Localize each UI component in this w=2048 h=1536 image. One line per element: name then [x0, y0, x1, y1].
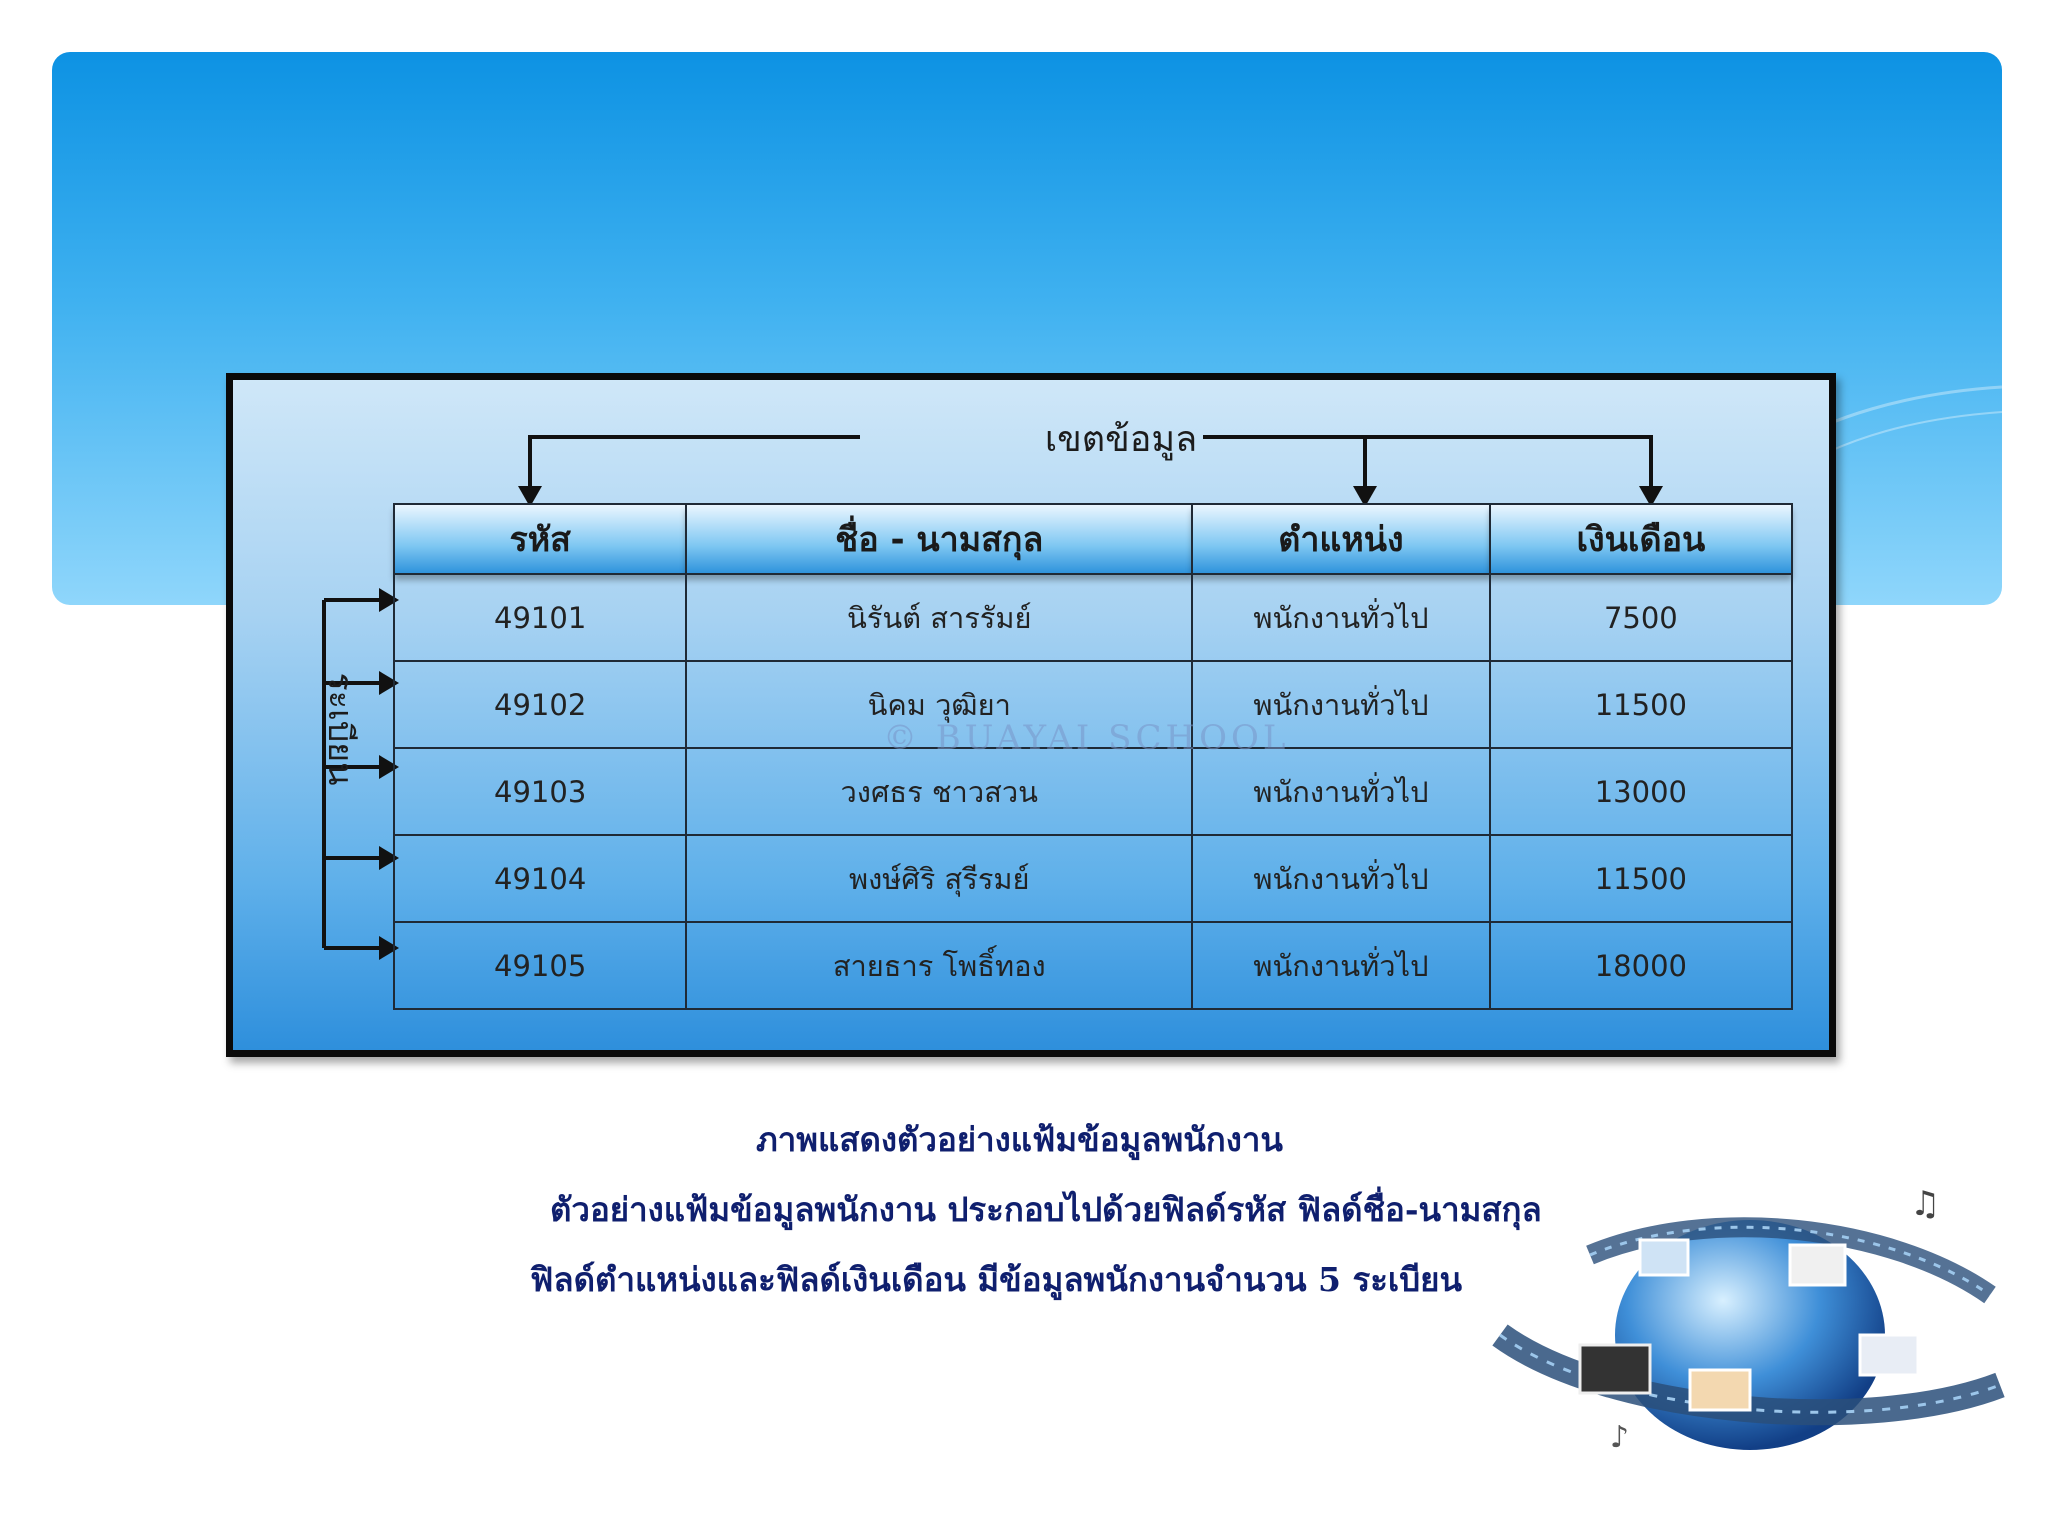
field-label: เขตข้อมูล — [1044, 419, 1198, 460]
table-row: 49103 วงศธร ชาวสวน พนักงานทั่วไป 13000 — [392, 747, 1794, 836]
arrow-right-icon — [379, 846, 399, 870]
column-header-salary: เงินเดือน — [1488, 503, 1794, 575]
cell-id: 49102 — [392, 660, 688, 749]
cell-name: นิคม วุฒิยา — [685, 660, 1194, 749]
cell-id: 49101 — [392, 573, 688, 662]
cell-salary: 13000 — [1488, 747, 1794, 836]
music-note-icon: ♫ — [1910, 1185, 1940, 1224]
table-row: 49104 พงษ์ศิริ สุรีรมย์ พนักงานทั่วไป 11… — [392, 834, 1794, 923]
cell-name: วงศธร ชาวสวน — [685, 747, 1194, 836]
cell-position: พนักงานทั่วไป — [1191, 747, 1491, 836]
globe-filmstrip-illustration: ♫ ♪ — [1492, 1185, 2005, 1455]
employee-table: รหัส ชื่อ - นามสกุล ตำแหน่ง เงินเดือน 49… — [392, 503, 1794, 1010]
cell-salary: 11500 — [1488, 660, 1794, 749]
cell-salary: 18000 — [1488, 921, 1794, 1010]
caption: ภาพแสดงตัวอย่างแฟ้มข้อมูลพนักงาน ตัวอย่า… — [460, 1105, 1740, 1315]
cell-name: พงษ์ศิริ สุรีรมย์ — [685, 834, 1194, 923]
caption-line-3: ฟิลด์ตำแหน่งและฟิลด์เงินเดือน มีข้อมูลพน… — [530, 1260, 1463, 1299]
arrow-right-icon — [379, 755, 399, 779]
cell-id: 49104 — [392, 834, 688, 923]
employee-file-figure: เขตข้อมูล ระเบียน รหัส ชื่อ - นามสกุล ตำ… — [226, 373, 1836, 1057]
arrow-down-icon — [518, 486, 542, 507]
arrow-right-icon — [379, 671, 399, 695]
column-header-id: รหัส — [392, 503, 688, 575]
column-header-position: ตำแหน่ง — [1191, 503, 1491, 575]
table-row: 49105 สายธาร โพธิ์ทอง พนักงานทั่วไป 1800… — [392, 921, 1794, 1010]
cell-salary: 11500 — [1488, 834, 1794, 923]
cell-id: 49103 — [392, 747, 688, 836]
caption-line-1: ภาพแสดงตัวอย่างแฟ้มข้อมูลพนักงาน — [756, 1120, 1283, 1159]
table-row: 49102 นิคม วุฒิยา พนักงานทั่วไป 11500 — [392, 660, 1794, 749]
cell-position: พนักงานทั่วไป — [1191, 834, 1491, 923]
arrow-right-icon — [379, 936, 399, 960]
caption-line-2: ตัวอย่างแฟ้มข้อมูลพนักงาน ประกอบไปด้วยฟิ… — [550, 1190, 1542, 1229]
watermark: © BUAYAI SCHOOL — [883, 718, 1290, 758]
cell-position: พนักงานทั่วไป — [1191, 921, 1491, 1010]
table-header-row: รหัส ชื่อ - นามสกุล ตำแหน่ง เงินเดือน — [392, 503, 1794, 575]
cell-salary: 7500 — [1488, 573, 1794, 662]
cell-position: พนักงานทั่วไป — [1191, 573, 1491, 662]
cell-name: นิรันต์ สารรัมย์ — [685, 573, 1194, 662]
cell-name: สายธาร โพธิ์ทอง — [685, 921, 1194, 1010]
arrow-right-icon — [379, 588, 399, 612]
record-label: ระเบียน — [320, 672, 360, 786]
arrow-down-icon — [1353, 486, 1377, 507]
table-row: 49101 นิรันต์ สารรัมย์ พนักงานทั่วไป 750… — [392, 573, 1794, 662]
field-record-arrows — [322, 435, 1663, 960]
music-note-icon: ♪ — [1610, 1420, 1629, 1455]
column-header-name: ชื่อ - นามสกุล — [685, 503, 1194, 575]
cell-position: พนักงานทั่วไป — [1191, 660, 1491, 749]
cell-id: 49105 — [392, 921, 688, 1010]
arrow-down-icon — [1639, 486, 1663, 507]
